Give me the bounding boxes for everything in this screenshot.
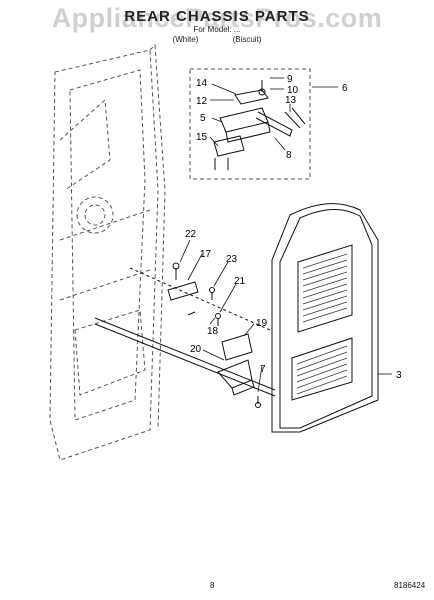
base-rail [94, 267, 276, 397]
watermark: AppliancePartsPros.com [51, 3, 383, 33]
callout-10: 10 [287, 85, 299, 96]
variant-line: (White) (Biscuit) [0, 35, 434, 44]
variant-right: (Biscuit) [232, 35, 262, 44]
cabinet-outline [49, 43, 166, 461]
callout-17: 17 [200, 249, 212, 260]
callout-13: 13 [285, 95, 297, 106]
model-line: For Model: ... [193, 25, 241, 34]
callout-3: 3 [396, 370, 402, 381]
callout-labels: 9 10 6 14 12 13 5 15 8 22 17 23 21 19 18… [185, 74, 402, 381]
variant-left: (White) [172, 35, 199, 44]
leader-lines [179, 77, 392, 393]
callout-19: 19 [256, 318, 268, 329]
callout-22: 22 [185, 229, 197, 240]
document-number: 8186424 [394, 581, 426, 590]
callout-23: 23 [226, 254, 238, 265]
callout-5: 5 [200, 113, 206, 124]
callout-20: 20 [190, 344, 202, 355]
callout-9: 9 [287, 74, 293, 85]
callout-7: 7 [260, 364, 266, 375]
grille-slots [296, 253, 348, 395]
page-title: REAR CHASSIS PARTS [124, 8, 310, 25]
callout-8: 8 [286, 150, 292, 161]
callout-6: 6 [342, 83, 348, 94]
callout-21: 21 [234, 276, 246, 287]
detail-box [189, 68, 311, 180]
callout-14: 14 [196, 78, 208, 89]
bracket-assembly [213, 80, 306, 170]
callout-15: 15 [196, 132, 208, 143]
page-number: 8 [210, 581, 215, 590]
lower-brackets [167, 262, 261, 408]
callout-12: 12 [196, 96, 208, 107]
callout-18: 18 [207, 326, 219, 337]
grille-panel [271, 203, 379, 433]
